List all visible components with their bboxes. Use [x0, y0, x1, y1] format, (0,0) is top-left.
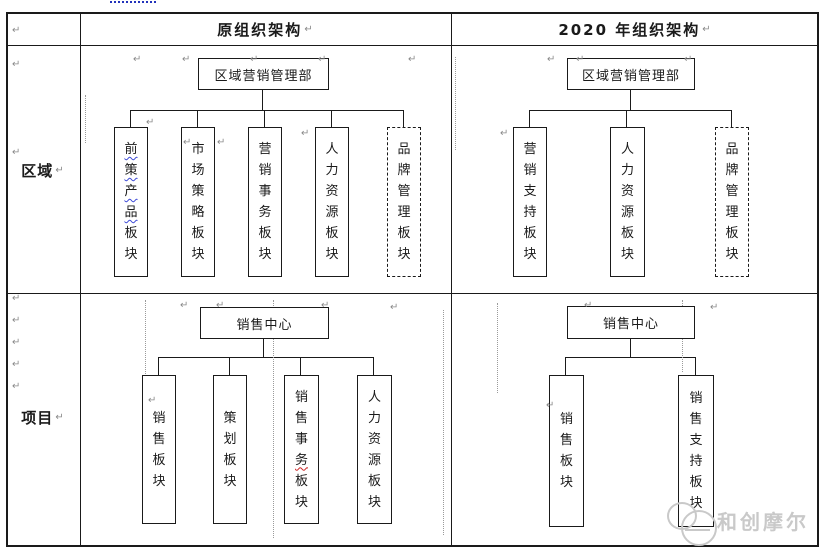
sales-box: 销售板块 [549, 375, 584, 527]
connector-rail [130, 110, 404, 111]
row-label-region-text: 区域 [21, 161, 54, 180]
regional-marketing-dept-box: 区域营销管理部 [198, 58, 329, 90]
format-marks-column [443, 310, 444, 535]
pilcrow-mark: ↵ [12, 359, 21, 370]
front-strategy-product-box: 前策产品板块 [114, 127, 148, 277]
pilcrow-mark: ↵ [500, 128, 509, 139]
pilcrow-mark: ↵ [183, 137, 192, 148]
hr-box: 人力资源板块 [610, 127, 645, 277]
pilcrow-mark: ↵ [684, 54, 693, 65]
format-marks-column [273, 300, 274, 538]
row-label-project: 项目 ↵ [6, 405, 80, 429]
pilcrow-mark: ↵ [576, 54, 585, 65]
format-marks-column [85, 95, 86, 143]
pilcrow-mark: ↵ [55, 164, 65, 176]
pilcrow-mark: ↵ [547, 54, 556, 65]
connector-drop [197, 110, 198, 127]
connector-drop [229, 357, 230, 375]
connector-rail [565, 357, 696, 358]
table-row-divider [6, 293, 819, 294]
table-column-divider-middle [451, 12, 452, 545]
pilcrow-mark: ↵ [12, 59, 21, 70]
market-strategy-box: 市场策略板块 [181, 127, 215, 277]
brand-management-box: 品牌管理板块 [387, 127, 421, 277]
connector-drop [130, 110, 131, 127]
watermark-logo-line [685, 529, 710, 531]
row-label-region: 区域 ↵ [6, 158, 80, 182]
connector-drop [695, 357, 696, 375]
connector-drop [403, 110, 404, 127]
connector-drop [264, 110, 265, 127]
pilcrow-mark: ↵ [546, 400, 555, 411]
planning-box: 策划板块 [213, 375, 247, 524]
pilcrow-mark: ↵ [146, 117, 155, 128]
pilcrow-mark: ↵ [182, 54, 191, 65]
connector-stem [262, 88, 263, 110]
pilcrow-mark: ↵ [12, 337, 21, 348]
marketing-affairs-box: 营销事务板块 [248, 127, 282, 277]
header-cell-original-structure: 原组织架构 ↵ [81, 13, 451, 45]
sales-box: 销售板块 [142, 375, 176, 524]
pilcrow-mark: ↵ [584, 300, 593, 311]
table-header-divider [6, 45, 819, 46]
sales-affairs-box: 销售事务板块 [284, 375, 319, 524]
pilcrow-mark: ↵ [217, 137, 226, 148]
connector-drop [626, 110, 627, 127]
marketing-support-box: 营销支持板块 [513, 127, 547, 277]
connector-stem [630, 337, 631, 357]
pilcrow-mark: ↵ [180, 300, 189, 311]
pilcrow-mark: ↵ [216, 300, 225, 311]
connector-stem [263, 337, 264, 357]
format-marks-column [455, 57, 456, 150]
pilcrow-mark: ↵ [408, 54, 417, 65]
header-original-label: 原组织架构 [217, 20, 303, 39]
connector-drop [731, 110, 732, 127]
pilcrow-mark: ↵ [133, 54, 142, 65]
hr-box: 人力资源板块 [315, 127, 349, 277]
pilcrow-mark: ↵ [12, 315, 21, 326]
format-marks-column [497, 303, 498, 393]
connector-drop [373, 357, 374, 375]
format-marks-column [145, 300, 146, 412]
connector-rail [158, 357, 374, 358]
header-2020-label: 2020 年组织架构 [558, 20, 701, 39]
sales-center-box: 销售中心 [200, 307, 329, 339]
pilcrow-mark: ↵ [55, 411, 65, 423]
pilcrow-mark: ↵ [390, 302, 399, 313]
table-column-divider-left [80, 12, 81, 545]
pilcrow-mark: ↵ [710, 302, 719, 313]
hr-box: 人力资源板块 [357, 375, 392, 524]
row-label-project-text: 项目 [21, 408, 54, 427]
connector-drop [565, 357, 566, 375]
pilcrow-mark: ↵ [321, 300, 330, 311]
connector-rail [529, 110, 732, 111]
header-cell-2020-structure: 2020 年组织架构 ↵ [452, 13, 819, 45]
pilcrow-mark: ↵ [301, 128, 310, 139]
sales-center-box: 销售中心 [567, 306, 695, 339]
pilcrow-mark: ↵ [12, 147, 21, 158]
brand-management-box: 品牌管理板块 [715, 127, 749, 277]
watermark-logo-circle [681, 510, 717, 546]
pilcrow-mark: ↵ [318, 54, 327, 65]
connector-drop [529, 110, 530, 127]
table-border [6, 12, 819, 547]
pilcrow-mark: ↵ [304, 23, 315, 35]
hidden-bookmark-mark [110, 1, 156, 3]
connector-drop [331, 110, 332, 127]
regional-marketing-dept-box: 区域营销管理部 [567, 58, 695, 90]
connector-drop [158, 357, 159, 375]
pilcrow-mark: ↵ [12, 381, 21, 392]
connector-stem [630, 88, 631, 110]
pilcrow-mark: ↵ [12, 25, 21, 36]
pilcrow-mark: ↵ [702, 23, 713, 35]
pilcrow-mark: ↵ [12, 293, 21, 304]
pilcrow-mark: ↵ [250, 54, 259, 65]
sales-support-box: 销售支持板块 [678, 375, 714, 527]
watermark-text: 和创摩尔 [717, 510, 809, 534]
connector-drop [300, 357, 301, 375]
pilcrow-mark: ↵ [148, 395, 157, 406]
